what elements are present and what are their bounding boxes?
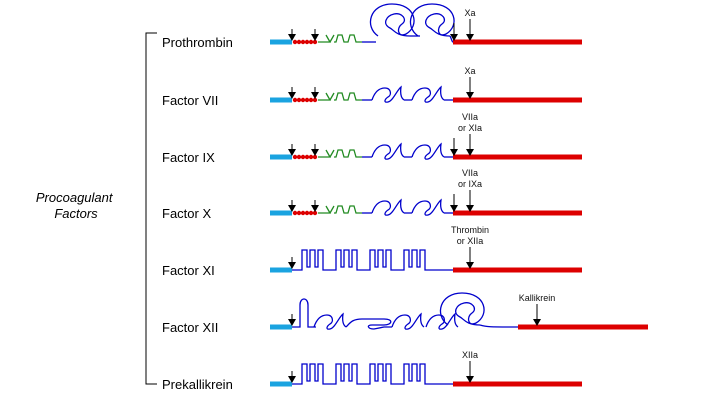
gla-end-arrow-head (311, 205, 319, 212)
gla-end-arrow-head (311, 34, 319, 41)
linker (479, 324, 519, 328)
egf-domain-1 (313, 312, 347, 330)
gla-residue (304, 154, 310, 160)
procoagulant-bracket (145, 32, 157, 385)
cleavage-label: XIIa (462, 350, 478, 360)
gla-residue (296, 154, 302, 160)
factor-name: Prekallikrein (162, 377, 233, 392)
egf-domain-2 (411, 85, 445, 103)
bracket-line (145, 32, 157, 385)
cleavage-label: Kallikrein (519, 293, 556, 303)
egf-domain-2 (411, 142, 445, 160)
cleavage-arrow-head (533, 319, 541, 326)
gla-end-arrow-head (311, 92, 319, 99)
gla-residue (304, 210, 310, 216)
cleavage-arrow-head (466, 205, 474, 212)
propeptide-cleavage-arrow-head (288, 92, 296, 99)
linker (449, 35, 454, 43)
kringle-domain-1 (369, 3, 415, 37)
kringle-domain-2 (409, 3, 455, 37)
gla-residue (304, 97, 310, 103)
factor-row-6: Prekallikrein XIIa (162, 350, 582, 392)
gla-residue (300, 97, 306, 103)
group-label: Procoagulant Factors (36, 190, 116, 221)
gla-residue (300, 39, 306, 45)
gla-residue (304, 39, 310, 45)
gla-residue (292, 97, 298, 103)
factor-name: Factor XII (162, 320, 218, 335)
gla-residue (300, 210, 306, 216)
gla-residue (308, 210, 314, 216)
activation-arrow-head (450, 205, 458, 212)
gla-residue (312, 39, 318, 45)
gla-residue (292, 154, 298, 160)
signal-cleavage-arrow-head (288, 376, 296, 383)
cleavage-arrow-head (466, 149, 474, 156)
egf-domain-1 (371, 198, 405, 216)
gla-residue (308, 97, 314, 103)
group-label-line-1: Procoagulant (36, 190, 114, 205)
gla-residue (296, 210, 302, 216)
propeptide-cleavage-arrow-head (288, 205, 296, 212)
gla-residue (312, 154, 318, 160)
factor-row-1: Factor VII Xa (162, 66, 582, 108)
gla-residue (308, 39, 314, 45)
cleavage-arrow-head (466, 376, 474, 383)
propeptide-cleavage-arrow-head (288, 34, 296, 41)
factor-name: Factor XI (162, 263, 215, 278)
cleavage-arrow-head (466, 92, 474, 99)
signal-cleavage-arrow-head (288, 319, 296, 326)
factor-name: Factor VII (162, 93, 218, 108)
cleavage-label: or XIIa (457, 236, 484, 246)
group-label-line-2: Factors (54, 206, 98, 221)
activation-arrow-head (450, 34, 458, 41)
egf-domain-2 (391, 312, 425, 330)
propeptide-cleavage-arrow-head (288, 149, 296, 156)
egf-domain-2 (411, 198, 445, 216)
gla-residue (292, 39, 298, 45)
cleavage-label: Xa (464, 8, 475, 18)
gla-residue (300, 154, 306, 160)
factor-row-5: Factor XII Kallikrein (162, 292, 648, 335)
cleavage-label: VIIa (462, 112, 478, 122)
activation-arrow-head (450, 149, 458, 156)
aromatic-stack-domain (318, 205, 362, 214)
aromatic-stack-domain (318, 92, 362, 101)
cleavage-arrow-head (466, 34, 474, 41)
egf-domain-1 (371, 142, 405, 160)
kringle-stem (425, 312, 459, 330)
factor-name: Prothrombin (162, 35, 233, 50)
gla-end-arrow-head (311, 149, 319, 156)
apple-domains (292, 363, 453, 385)
gla-residue (312, 97, 318, 103)
cleavage-label: Xa (464, 66, 475, 76)
gla-residue (312, 210, 318, 216)
cleavage-label: or IXa (458, 179, 482, 189)
cleavage-label: or XIa (458, 123, 482, 133)
aromatic-stack-domain (318, 149, 362, 158)
cleavage-label: VIIa (462, 168, 478, 178)
cleavage-arrow-head (466, 262, 474, 269)
egf-domain-1 (371, 85, 405, 103)
cleavage-label: Thrombin (451, 225, 489, 235)
gla-residue (308, 154, 314, 160)
apple-domains (292, 249, 453, 271)
kringle-domain (439, 292, 485, 326)
factor-row-0: Prothrombin Xa (162, 3, 582, 50)
fibronectin-domain-2 (345, 318, 392, 330)
fibronectin-domain (292, 298, 316, 328)
gla-residue (296, 39, 302, 45)
gla-residue (292, 210, 298, 216)
factor-name: Factor X (162, 206, 211, 221)
aromatic-stack-domain (318, 34, 362, 43)
factor-name: Factor IX (162, 150, 215, 165)
signal-cleavage-arrow-head (288, 262, 296, 269)
gla-residue (296, 97, 302, 103)
